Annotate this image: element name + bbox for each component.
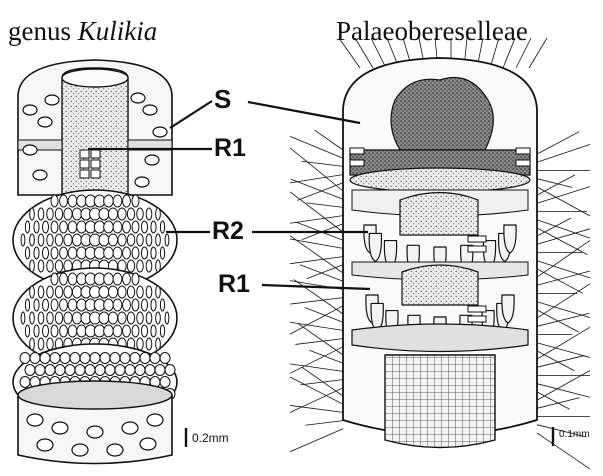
label-r1-right: R1 bbox=[218, 270, 250, 299]
leader-s-left bbox=[170, 101, 212, 128]
label-r1-left: R1 bbox=[214, 134, 246, 163]
scale-label-right: 0.1mm bbox=[559, 429, 590, 440]
label-r2: R2 bbox=[212, 217, 244, 246]
left-title-genus: Kulikia bbox=[78, 16, 158, 46]
palaeobereselleae-drawing bbox=[290, 38, 590, 469]
left-title-prefix: genus bbox=[8, 16, 71, 46]
right-title: Palaeobereselleae bbox=[336, 16, 528, 47]
left-title: genus Kulikia bbox=[8, 16, 157, 47]
kulikia-drawing bbox=[13, 60, 177, 464]
label-s: S bbox=[214, 84, 231, 115]
scale-label-left: 0.2mm bbox=[192, 431, 229, 445]
